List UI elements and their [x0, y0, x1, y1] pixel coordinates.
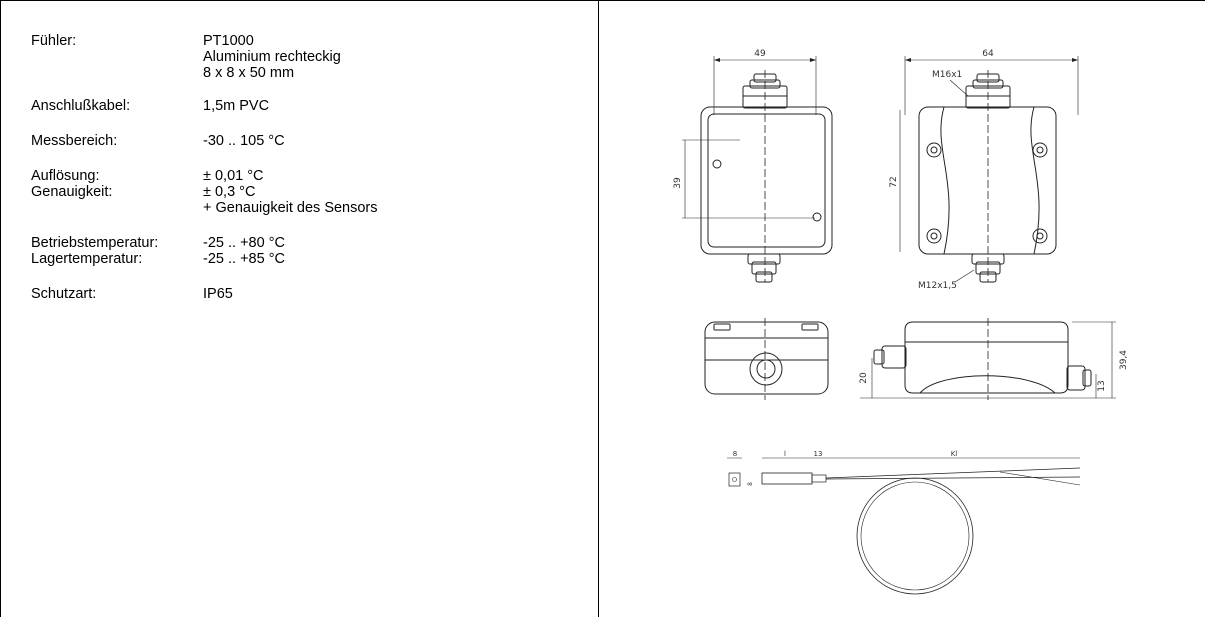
dim-front-width: 49: [754, 49, 766, 59]
spec-value: -25 .. +85 °C: [203, 251, 285, 267]
dim-probe-l: l: [784, 450, 786, 458]
spec-label: Auflösung:: [31, 168, 100, 184]
label-gland-bottom: M12x1,5: [918, 281, 957, 291]
spec-row-range: Messbereich: -30 .. 105 °C: [31, 133, 571, 149]
spec-label: Messbereich:: [31, 133, 118, 149]
probe-view: 8 l 13 Kl 8: [727, 450, 1081, 595]
spec-value: -30 .. 105 °C: [203, 133, 285, 149]
spec-row-cable: Anschlußkabel: 1,5m PVC: [31, 98, 571, 114]
spec-label: Fühler:: [31, 33, 77, 49]
dim-side-width: 64: [982, 49, 994, 59]
dim-hole-spacing: 39: [673, 177, 683, 189]
spec-value-line: Aluminium rechteckig: [203, 49, 341, 65]
spec-value: 1,5m PVC: [203, 98, 270, 114]
dim-height: 72: [889, 176, 899, 187]
label-gland-top: M16x1: [932, 70, 962, 80]
top-border: [0, 0, 1205, 1]
spec-value-line: 8 x 8 x 50 mm: [203, 65, 295, 81]
spec-value-line: PT1000: [203, 33, 254, 49]
front-view: 49 39: [673, 49, 833, 283]
spec-row-resolution: Auflösung: ± 0,01 °C: [31, 168, 571, 184]
spec-value-line: + Genauigkeit des Sensors: [203, 200, 378, 216]
technical-drawing: 49 39 64 M16: [673, 49, 1129, 595]
spec-list: Fühler: PT1000 Aluminium rechteckig 8 x …: [31, 33, 571, 302]
side-view: 64 M16x1 72 M12x1,5: [889, 49, 1079, 291]
spec-value: IP65: [203, 286, 233, 302]
spec-value: ± 0,01 °C: [203, 168, 264, 184]
dim-probe-b: 8: [733, 450, 737, 458]
dim-total-height: 39,4: [1119, 350, 1129, 370]
spec-label: Genauigkeit:: [31, 184, 113, 200]
spec-label: Anschlußkabel:: [31, 98, 131, 114]
spec-row-sensor: Fühler: PT1000 Aluminium rechteckig 8 x …: [31, 33, 571, 81]
dim-probe-side: 8: [747, 482, 754, 486]
spec-row-protection: Schutzart: IP65: [31, 286, 571, 302]
spec-label: Lagertemperatur:: [31, 251, 143, 267]
spec-row-operating-temp: Betriebstemperatur: -25 .. +80 °C: [31, 235, 571, 251]
left-border: [0, 0, 1, 617]
column-divider: [598, 0, 599, 617]
bottom-side-view: 39,4 13 20: [859, 318, 1129, 400]
spec-row-accuracy: Genauigkeit: ± 0,3 °C + Genauigkeit des …: [31, 184, 571, 216]
dim-side-height: 20: [859, 372, 869, 384]
spec-value: PT1000 Aluminium rechteckig 8 x 8 x 50 m…: [203, 33, 571, 81]
bottom-front-view: [704, 318, 829, 400]
spec-value-line: ± 0,3 °C: [203, 184, 256, 200]
dim-probe-13: 13: [814, 450, 823, 458]
spec-value: -25 .. +80 °C: [203, 235, 285, 251]
dim-gland-height: 13: [1097, 380, 1107, 391]
spec-row-storage-temp: Lagertemperatur: -25 .. +85 °C: [31, 251, 571, 267]
spec-label: Betriebstemperatur:: [31, 235, 159, 251]
spec-label: Schutzart:: [31, 286, 97, 302]
dim-probe-kl: Kl: [951, 450, 958, 458]
spec-value: ± 0,3 °C + Genauigkeit des Sensors: [203, 184, 571, 216]
